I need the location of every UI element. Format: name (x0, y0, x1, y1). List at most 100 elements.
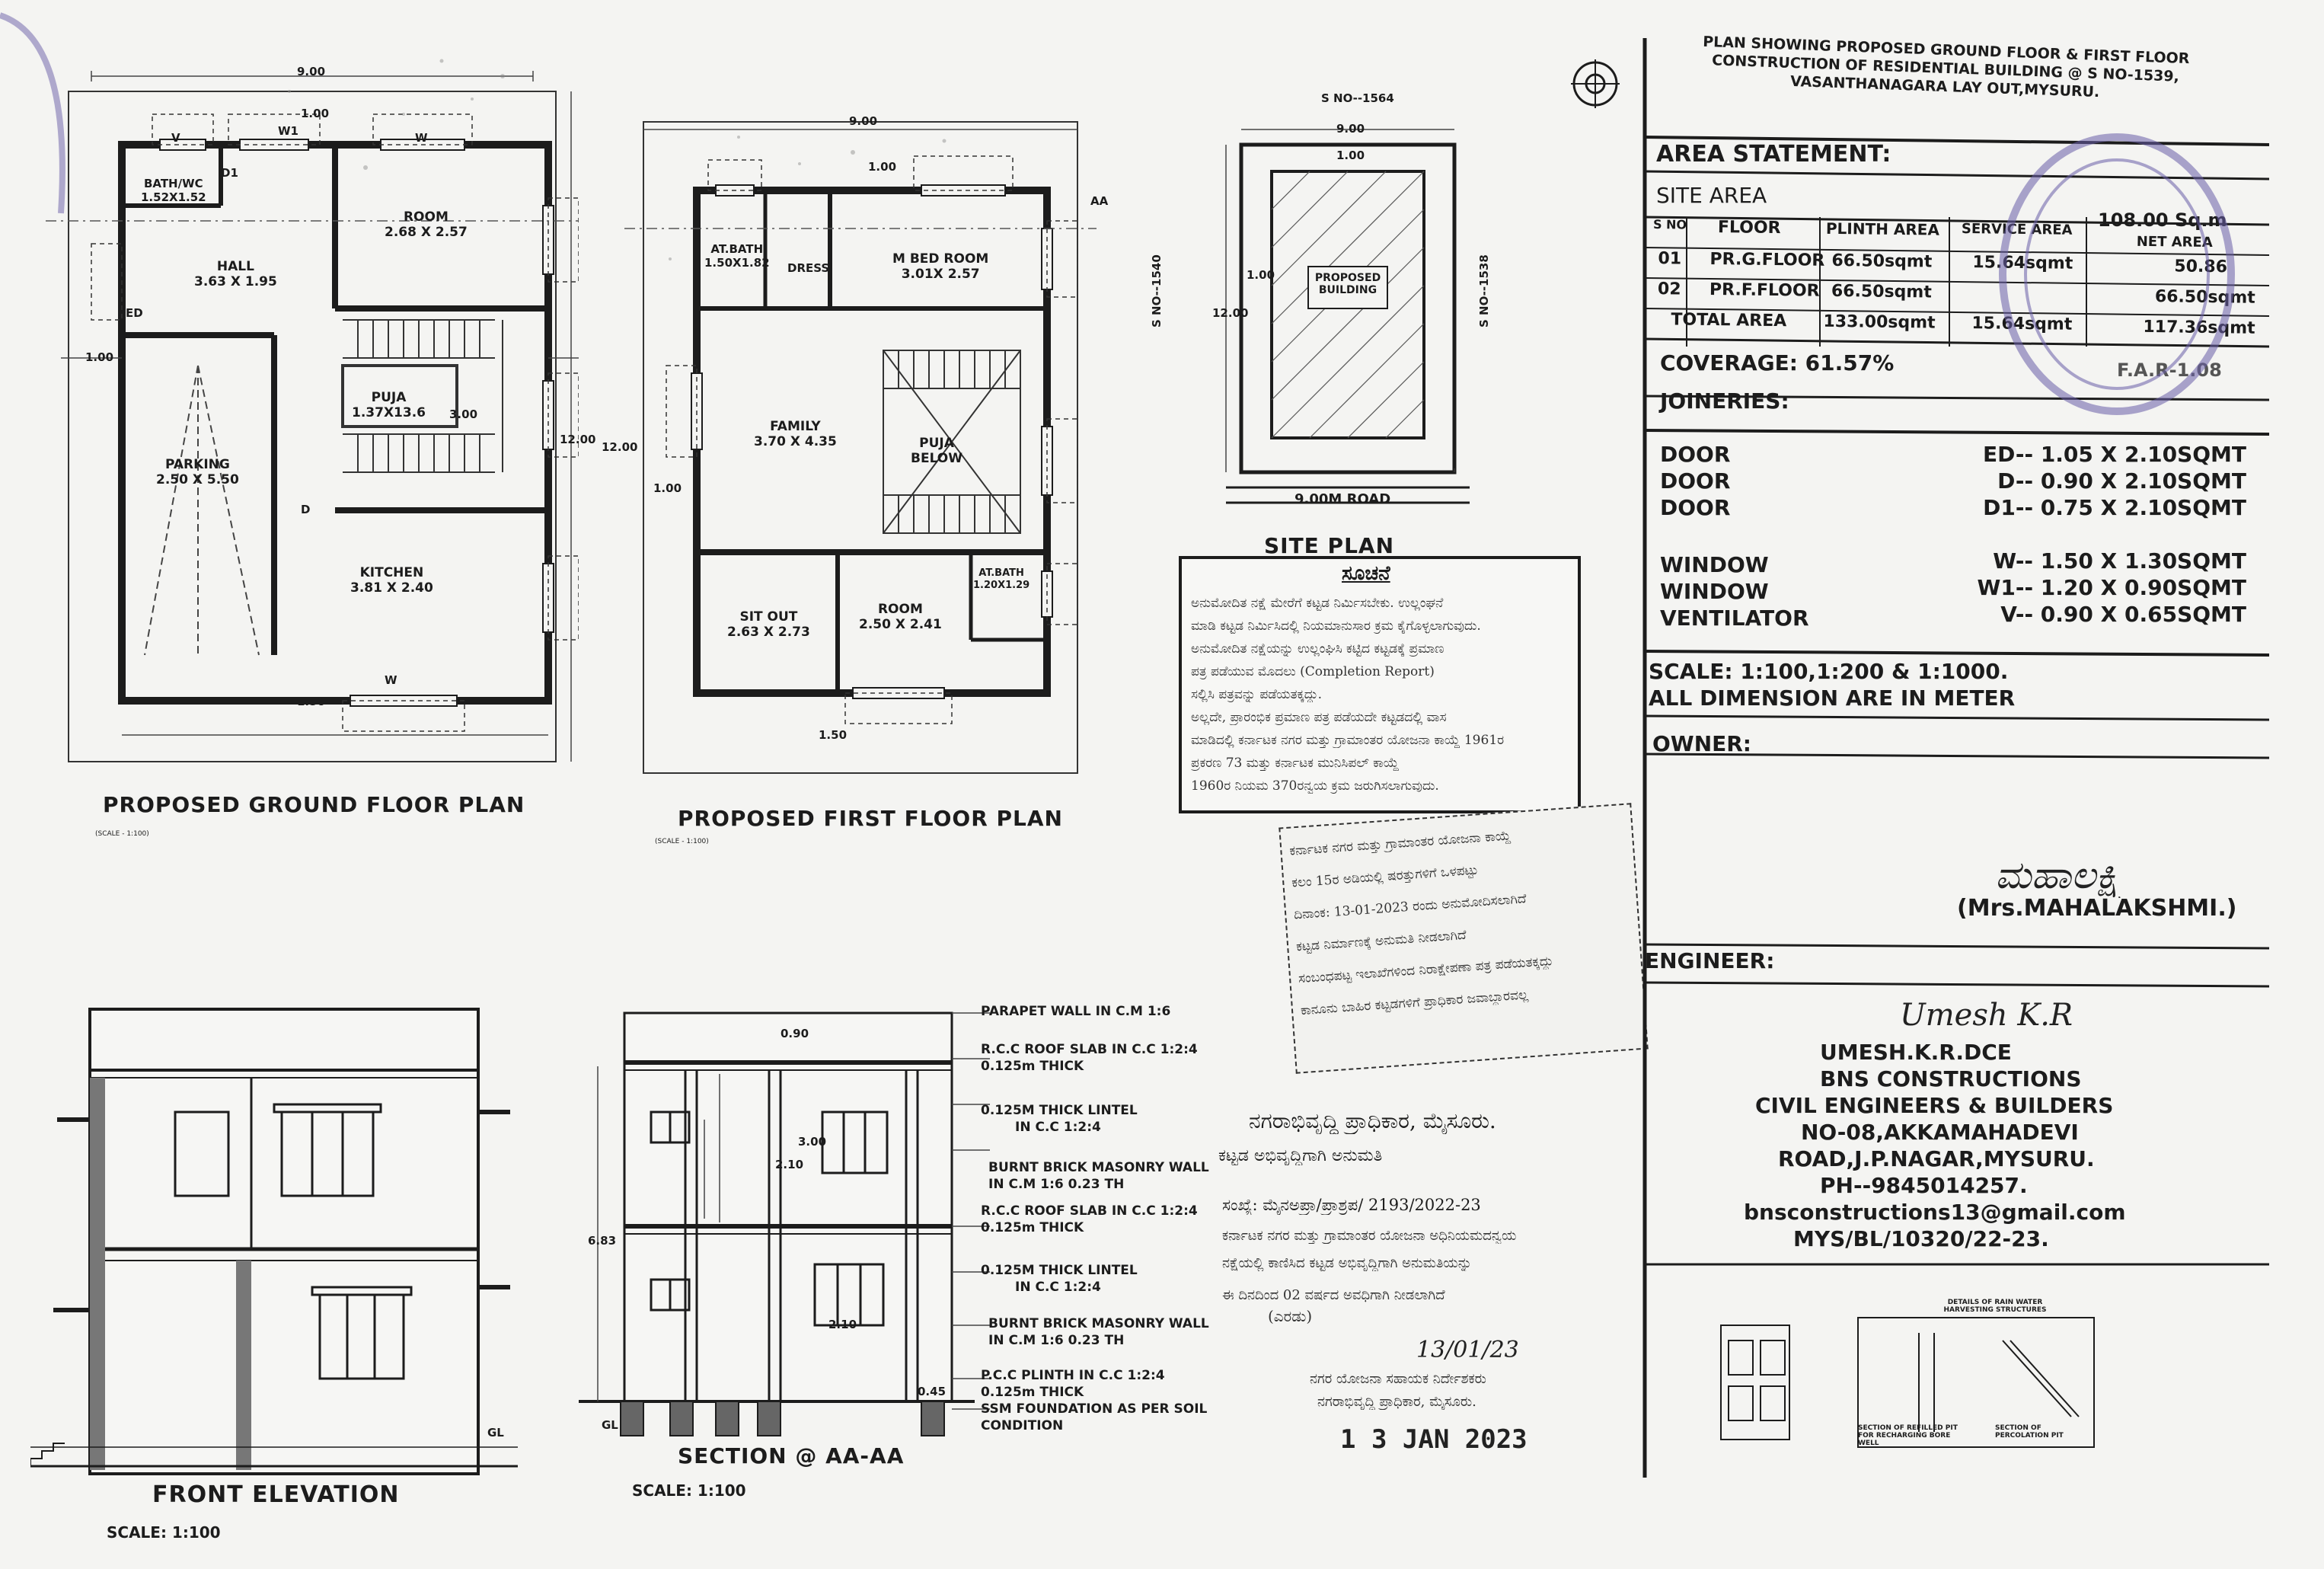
notice-line: ಅಲ್ಲದೇ, ಪ್ರಾರಂಭಿಕ ಪ್ರಮಾಣ ಪತ್ರ ಪಡೆಯದೇ ಕಟ್… (1191, 710, 1447, 725)
section-dim-storey: 3.00 (798, 1135, 827, 1149)
section-dim-plinth: 0.45 (918, 1385, 947, 1398)
site-dim-setback-top: 1.00 (1336, 149, 1365, 162)
gf-dim-width: 9.00 (297, 65, 326, 78)
rwh-section-1: SECTION OF REFILLED PIT FOR RECHARGING B… (1858, 1424, 1958, 1447)
approval-signature: 13/01/23 (1416, 1337, 1519, 1363)
joineries-heading: JOINERIES: (1660, 388, 1789, 414)
joinery-name: WINDOW (1660, 552, 1769, 577)
section-note: PARAPET WALL IN C.M 1:6 (981, 1004, 1171, 1019)
ground-floor-plan (46, 59, 579, 762)
section-note: R.C.C ROOF SLAB IN C.C 1:2:4 (981, 1042, 1198, 1057)
owner-name: (Mrs.MAHALAKSHMI.) (1957, 895, 2237, 922)
first-floor-plan (624, 121, 1097, 774)
area-table-cell: 01 (1658, 249, 1682, 269)
approval-signatory: ನಗರ ಯೋಜನಾ ಸಹಾಯಕ ನಿರ್ದೇಶಕರು (1310, 1371, 1486, 1387)
section-dim-door: 2.10 (828, 1318, 857, 1331)
section-note: IN C.C 1:2:4 (1015, 1120, 1101, 1135)
scale-note: SCALE: 1:100,1:200 & 1:1000. (1649, 659, 2009, 684)
approval-years: (ಎರಡು) (1268, 1307, 1313, 1325)
approval-number: ಸಂಖ್ಯೆ: ಮೈನಅಪ್ರಾ/ಪ್ರಾಶ್ರಪ/ 2193/2022-23 (1222, 1196, 1481, 1214)
elevation-scale: SCALE: 1:100 (107, 1523, 221, 1542)
gf-vent-tag: V (171, 131, 180, 145)
joinery-name: DOOR (1660, 442, 1731, 467)
gf-dim-depth: 12.00 (560, 433, 596, 446)
area-table-cell: 66.50sqmt (1831, 281, 1932, 302)
notice-heading: ಸೂಚನೆ (1342, 562, 1390, 585)
area-table-header: PLINTH AREA (1825, 219, 1940, 239)
elevation-gl: GL (487, 1426, 504, 1440)
section-dim-opening: 2.10 (775, 1158, 804, 1171)
engineer-line: PH--9845014257. (1820, 1173, 2028, 1198)
gf-door-tag: D1 (221, 166, 238, 180)
gf-window-tag: W1 (278, 124, 298, 138)
section-scale: SCALE: 1:100 (632, 1481, 746, 1500)
site-area-label: SITE AREA (1656, 183, 1767, 208)
ff-dim-width: 9.00 (849, 114, 878, 128)
coverage: COVERAGE: 61.57% (1660, 350, 1895, 375)
joinery-name: DOOR (1660, 495, 1731, 520)
owner-label: OWNER: (1652, 731, 1752, 756)
site-dim-side: 1.00 (1247, 268, 1275, 282)
area-table-header: FLOOR (1717, 218, 1781, 238)
section-note: IN C.M 1:6 0.23 TH (988, 1333, 1125, 1348)
section-note: 0.125M THICK LINTEL (981, 1103, 1138, 1118)
ff-dim-top: 1.00 (868, 160, 897, 174)
joinery-spec: W-- 1.50 X 1.30SQMT (1993, 548, 2246, 574)
gf-window-tag: W (385, 673, 397, 687)
engineer-line: NO-08,AKKAMAHADEVI (1801, 1120, 2079, 1145)
notice-line: ಪತ್ರ ಪಡೆಯುವ ಮೊದಲು (Completion Report) (1191, 664, 1435, 679)
site-west-neighbour: S NO--1540 (1150, 254, 1164, 328)
site-north-neighbour: S NO--1564 (1321, 91, 1394, 105)
gf-plan-title: PROPOSED GROUND FLOOR PLAN (103, 792, 525, 817)
engineer-email: bnsconstructions13@gmail.com (1744, 1200, 2126, 1225)
area-statement-heading: AREA STATEMENT: (1656, 141, 1891, 168)
engineer-line: CIVIL ENGINEERS & BUILDERS (1755, 1093, 2114, 1118)
elevation-title: FRONT ELEVATION (152, 1481, 400, 1508)
section-dim-total: 6.83 (588, 1234, 617, 1248)
ff-room-puja-below: PUJA BELOW (911, 436, 962, 467)
area-table-cell: PR.F.FLOOR (1709, 280, 1820, 301)
joinery-spec: W1-- 1.20 X 0.90SQMT (1977, 575, 2246, 600)
gf-dim-stair: 3.00 (449, 407, 478, 421)
notice-line: ಮಾಡಿ ಕಟ್ಟಡ ನಿರ್ಮಿಸಿದಲ್ಲಿ ನಿಯಮಾನುಸಾರ ಕ್ರಮ… (1191, 618, 1481, 634)
notice-line: ಪ್ರಕರಣ 73 ಮತ್ತು ಕರ್ನಾಟಕ ಮುನಿಸಿಪಲ್ ಕಾಯ್ದೆ (1191, 756, 1400, 771)
site-plan-title: SITE PLAN (1264, 533, 1395, 558)
site-east-neighbour: S NO--1538 (1477, 254, 1491, 328)
notice-line: ಅನುಮೋದಿತ ನಕ್ಷೆ ಮೇರೆಗೆ ಕಟ್ಟಡ ನಿರ್ಮಿಸಬೇಕು.… (1191, 596, 1444, 611)
section-gl: GL (602, 1418, 618, 1432)
section-note: 0.125m THICK (981, 1059, 1084, 1074)
ff-dim-side: 1.00 (653, 481, 682, 495)
approval-permit: ಕಟ್ಟಡ ಅಭಿವೃದ್ಧಿಗಾಗಿ ಅನುಮತಿ (1218, 1146, 1383, 1165)
gf-dim-top: 1.00 (301, 107, 330, 120)
owner-signature: ಮಹಾಲಕ್ಷ್ಮಿ (1995, 853, 2128, 897)
approval-box: ಕರ್ನಾಟಕ ನಗರ ಮತ್ತು ಗ್ರಾಮಾಂತರ ಯೋಜನಾ ಕಾಯ್ದೆ… (1279, 803, 1649, 1074)
engineer-line: ROAD,J.P.NAGAR,MYSURU. (1778, 1146, 2095, 1171)
dimension-note: ALL DIMENSION ARE IN METER (1649, 685, 2016, 711)
section-note: CONDITION (981, 1418, 1064, 1433)
joinery-name: WINDOW (1660, 579, 1769, 604)
joinery-spec: D1-- 0.75 X 2.10SQMT (1983, 495, 2246, 520)
section-title: SECTION @ AA-AA (678, 1443, 905, 1468)
gf-dim-front: 1.50 (297, 695, 326, 708)
approval-line: ಕಾನೂನು ಬಾಹಿರ ಕಟ್ಟಡಗಳಿಗೆ ಪ್ರಾಧಿಕಾರ ಜವಾಬ್ದ… (1300, 987, 1529, 1019)
site-area-value: 108.00 Sq.m (2098, 209, 2227, 231)
section-note: BURNT BRICK MASONRY WALL (988, 1160, 1209, 1175)
joinery-name: DOOR (1660, 468, 1731, 494)
rwh-section-2: SECTION OF PERCOLATION PIT (1995, 1424, 2064, 1440)
section-note: P.C.C PLINTH IN C.C 1:2:4 (981, 1368, 1165, 1383)
joinery-spec: V-- 0.90 X 0.65SQMT (2000, 602, 2246, 627)
approval-body: ಕರ್ನಾಟಕ ನಗರ ಮತ್ತು ಗ್ರಾಮಾಂತರ ಯೋಜನಾ ಅಧಿನಿಯ… (1222, 1228, 1517, 1244)
section-note: 0.125m THICK (981, 1220, 1084, 1235)
compass-rose-icon (1571, 59, 1620, 108)
section-note: IN C.M 1:6 0.23 TH (988, 1177, 1125, 1192)
